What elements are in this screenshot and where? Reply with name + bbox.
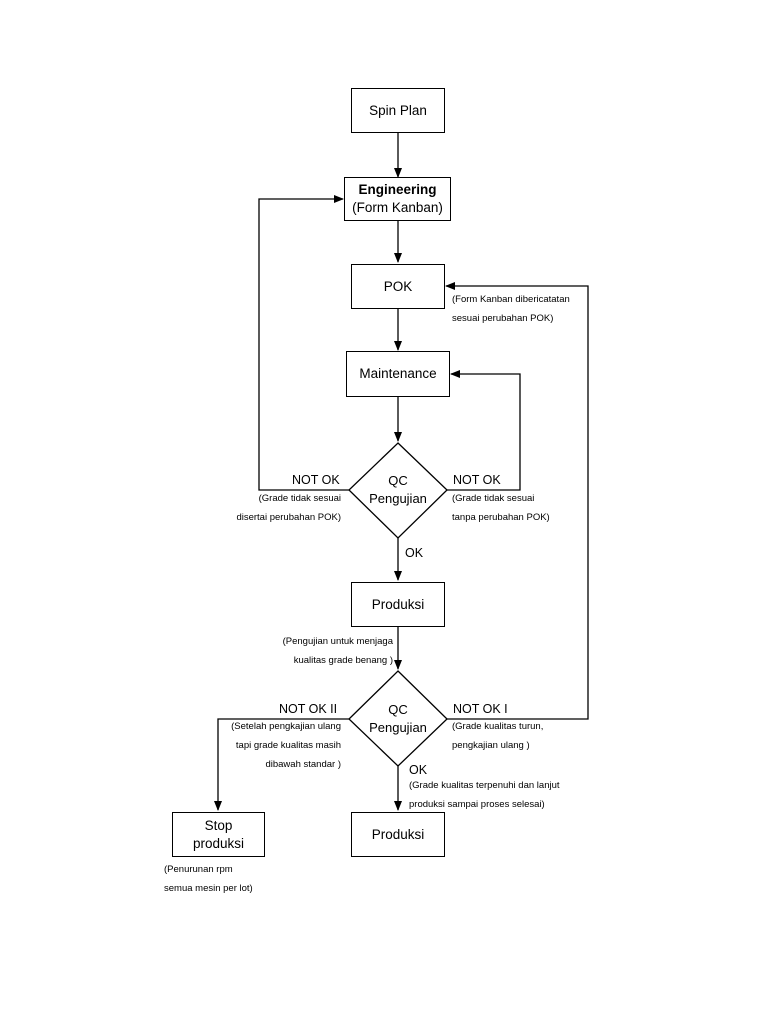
produksi-label: Produksi [371, 596, 425, 612]
spin-plan-label: Spin Plan [369, 102, 427, 118]
produksi-box: Produksi [351, 582, 445, 627]
produksi-final-box: Produksi [351, 812, 445, 857]
produksi-final-label: Produksi [371, 826, 425, 842]
stop-produksi-box: Stop produksi [172, 812, 265, 857]
qc1-right-note-line1: (Grade tidak sesuai [452, 493, 535, 504]
qc2-line1: QC [388, 702, 408, 717]
stop-produksi-note: (Penurunan rpm semua mesin per lot) [164, 860, 253, 898]
pok-label: POK [383, 278, 413, 294]
qc1-line1: QC [388, 473, 408, 488]
qc2-decision-text: QC Pengujian [355, 701, 441, 737]
qc1-left-note-line2: disertai perubahan POK) [236, 512, 341, 523]
engineering-box: Engineering (Form Kanban) [344, 177, 451, 221]
qc2-left-note-line3: dibawah standar ) [265, 759, 341, 770]
produksi-note-line1: (Pengujian untuk menjaga [282, 636, 393, 647]
qc1-left-note-line1: (Grade tidak sesuai [258, 493, 341, 504]
qc2-right-note-line2: pengkajian ulang ) [452, 740, 530, 751]
qc2-left-note-line2: tapi grade kualitas masih [235, 740, 341, 751]
arrow-qc1-notok-engineering [258, 195, 349, 491]
qc1-ok-label: OK [405, 546, 424, 560]
produksi-note: (Pengujian untuk menjaga kualitas grade … [240, 632, 393, 670]
produksi-note-line2: kualitas grade benang ) [293, 655, 393, 666]
arrow-qc1-notok-maintenance [447, 370, 521, 491]
qc2-ok-label: OK [409, 763, 428, 777]
pok-box: POK [351, 264, 445, 309]
qc1-line2: Pengujian [369, 491, 427, 506]
qc1-left-note: (Grade tidak sesuai disertai perubahan P… [210, 489, 341, 527]
qc2-decision-diamond [348, 670, 448, 767]
qc1-decision-diamond [348, 442, 448, 539]
qc2-not-ok-left-label: NOT OK II [279, 702, 338, 716]
qc1-right-note: (Grade tidak sesuai tanpa perubahan POK) [452, 489, 550, 527]
maintenance-box: Maintenance [346, 351, 450, 397]
qc2-right-note: (Grade kualitas turun, pengkajian ulang … [452, 717, 543, 755]
qc1-not-ok-right-label: NOT OK [453, 473, 501, 487]
qc2-ok-note: (Grade kualitas terpenuhi dan lanjut pro… [409, 776, 560, 814]
stop-produksi-line1: Stop [204, 817, 233, 833]
stop-note-line2: semua mesin per lot) [164, 883, 253, 894]
pok-note-line2: sesuai perubahan POK) [452, 313, 554, 324]
qc1-not-ok-left-label: NOT OK [292, 473, 340, 487]
arrow-qc2-notok1-pok [445, 282, 589, 720]
qc2-right-note-line1: (Grade kualitas turun, [452, 721, 544, 732]
qc2-line2: Pengujian [369, 720, 427, 735]
maintenance-label: Maintenance [359, 366, 437, 381]
spin-plan-box: Spin Plan [351, 88, 445, 133]
stop-note-line1: (Penurunan rpm [164, 864, 233, 875]
pok-note-line1: (Form Kanban dibericatatan [452, 294, 570, 305]
engineering-title: Engineering [358, 182, 437, 197]
stop-produksi-line2: produksi [192, 835, 245, 851]
qc2-left-note-line1: (Setelah pengkajian ulang [231, 721, 341, 732]
qc1-decision-text: QC Pengujian [355, 472, 441, 508]
qc2-not-ok-right-label: NOT OK I [453, 702, 508, 716]
arrow-qc2-notok2-stop [214, 718, 349, 811]
engineering-subtitle: (Form Kanban) [352, 200, 443, 215]
qc2-left-note: (Setelah pengkajian ulang tapi grade kua… [210, 717, 341, 774]
pok-note: (Form Kanban dibericatatan sesuai peruba… [452, 290, 570, 328]
qc1-right-note-line2: tanpa perubahan POK) [452, 512, 550, 523]
qc2-ok-note-line2: produksi sampai proses selesai) [409, 799, 545, 810]
qc2-ok-note-line1: (Grade kualitas terpenuhi dan lanjut [409, 780, 560, 791]
